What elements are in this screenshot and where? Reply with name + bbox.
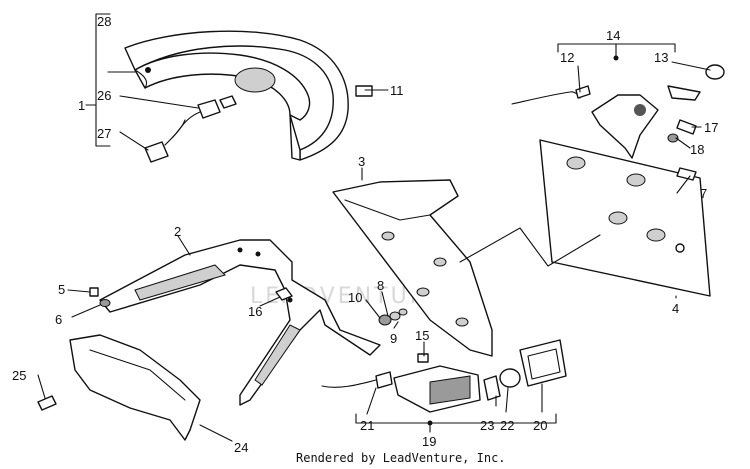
callout-14: 14	[606, 28, 620, 43]
bolt-5[interactable]	[89, 287, 99, 297]
plate-light-14[interactable]	[591, 85, 701, 159]
bulb-13[interactable]	[705, 64, 725, 80]
leader-lines	[37, 61, 711, 442]
callout-6: 6	[55, 312, 62, 327]
license-bracket-2[interactable]	[99, 239, 381, 406]
callout-13: 13	[654, 50, 668, 65]
callout-12: 12	[560, 50, 574, 65]
fasteners-8-9-10[interactable]	[378, 308, 408, 326]
callout-bracket-1	[85, 13, 111, 147]
callout-20: 20	[533, 418, 547, 433]
callout-27: 27	[97, 126, 111, 141]
washer-6[interactable]	[99, 299, 111, 307]
callout-5: 5	[58, 282, 65, 297]
callout-17: 17	[704, 120, 718, 135]
washer-18[interactable]	[667, 133, 679, 143]
callout-1: 1	[78, 98, 85, 113]
callout-2: 2	[174, 224, 181, 239]
screw-15[interactable]	[417, 353, 429, 363]
screw-25[interactable]	[37, 395, 57, 411]
wire-12[interactable]	[511, 85, 591, 105]
bulb-22[interactable]	[499, 368, 521, 388]
connector-27[interactable]	[144, 119, 186, 163]
callout-24: 24	[234, 440, 248, 455]
callout-3: 3	[358, 154, 365, 169]
turn-signal-body-19[interactable]	[393, 365, 481, 413]
screw-11[interactable]	[355, 85, 389, 97]
screw-7[interactable]	[676, 167, 697, 181]
callout-28: 28	[97, 14, 111, 29]
wire-21[interactable]	[321, 371, 393, 389]
callout-10: 10	[348, 290, 362, 305]
tail-housing-group[interactable]	[124, 30, 349, 161]
callout-7: 7	[700, 186, 707, 201]
callout-9: 9	[390, 331, 397, 346]
callout-26: 26	[97, 88, 111, 103]
callout-11: 11	[390, 83, 404, 98]
render-credit: Rendered by LeadVenture, Inc.	[296, 451, 506, 465]
callout-15: 15	[415, 328, 429, 343]
lower-cover-24[interactable]	[69, 334, 201, 441]
callout-23: 23	[480, 418, 494, 433]
callout-16: 16	[248, 304, 262, 319]
bulb-socket-26[interactable]	[171, 95, 237, 139]
callout-18: 18	[690, 142, 704, 157]
lens-20[interactable]	[519, 339, 567, 387]
rear-mudguard-3[interactable]	[332, 179, 493, 357]
callout-bracket-14	[557, 43, 676, 59]
socket-23[interactable]	[483, 375, 501, 401]
callout-22: 22	[500, 418, 514, 433]
callout-8: 8	[377, 278, 384, 293]
callout-21: 21	[360, 418, 374, 433]
callout-19: 19	[422, 434, 436, 449]
screw-17[interactable]	[676, 119, 697, 135]
license-plate-4[interactable]	[539, 139, 711, 297]
callout-25: 25	[12, 368, 26, 383]
callout-4: 4	[672, 301, 679, 316]
leader-line-4	[459, 227, 601, 267]
callout-bracket-19	[355, 413, 557, 433]
leader-lines-26-27-28	[107, 71, 199, 151]
